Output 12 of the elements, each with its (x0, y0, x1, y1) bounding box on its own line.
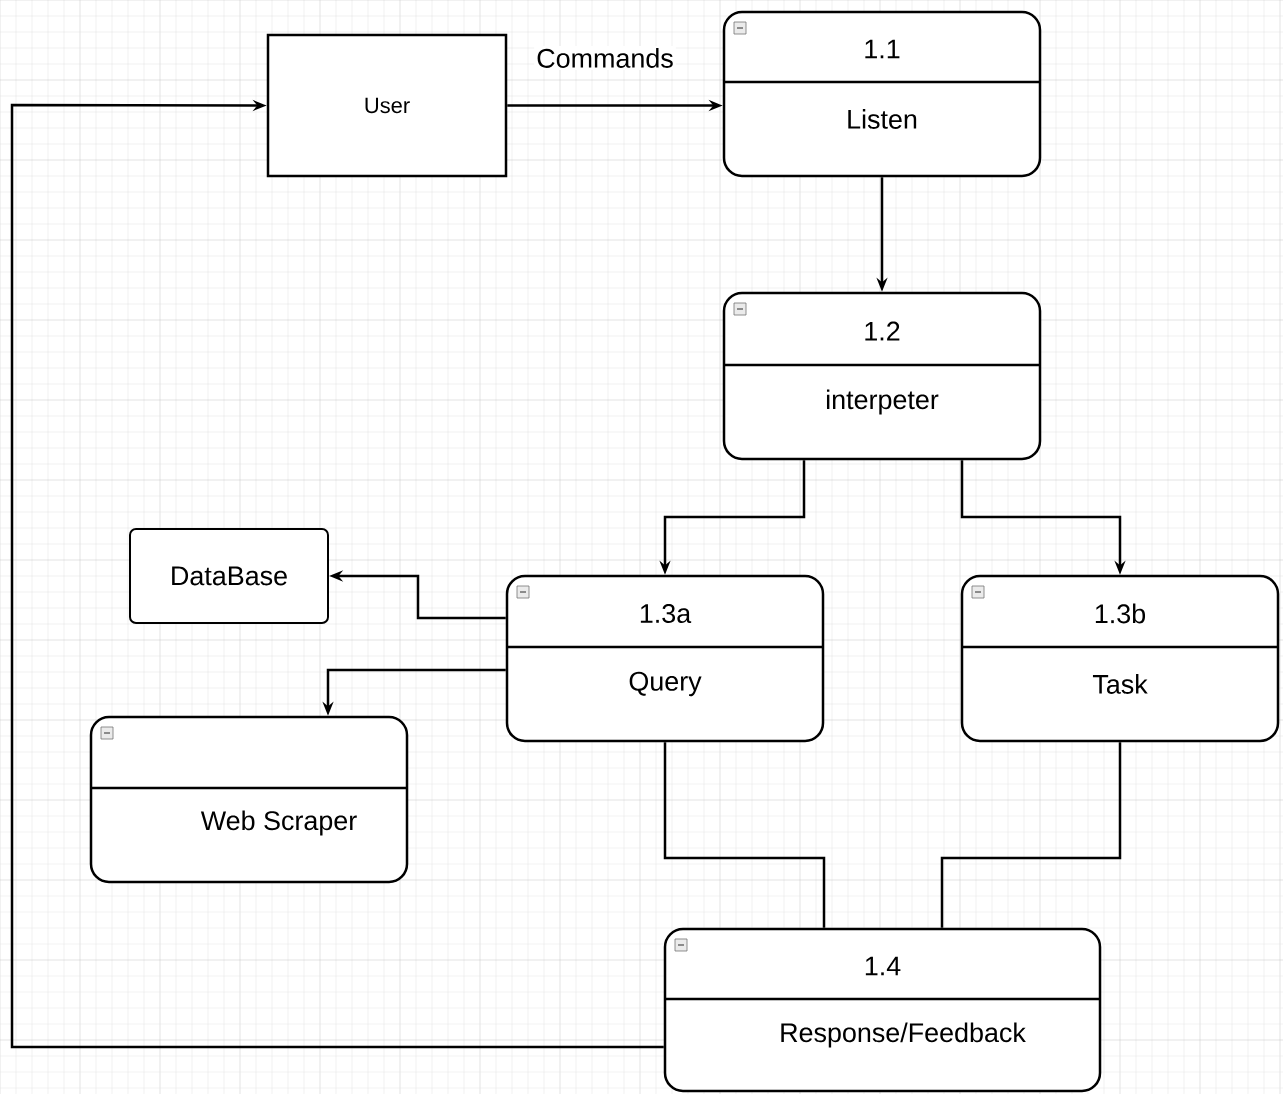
process-box: 1.1 Listen (722, 10, 1042, 178)
connector-line (940, 742, 1122, 928)
entity-box: User (266, 33, 508, 178)
arrow (10, 99, 664, 1049)
process-box: 1.2 interpeter (722, 291, 1042, 461)
data-store-box: DataBase (129, 528, 329, 624)
process-box: 1.3b Task (960, 574, 1280, 743)
process-box: 1.4 Response/Feedback (663, 927, 1102, 1093)
connector-line (663, 742, 826, 928)
edge-label: Commands (534, 46, 676, 70)
process-box: 1.3a Query (505, 574, 825, 743)
process-box: Web Scraper (89, 715, 409, 884)
